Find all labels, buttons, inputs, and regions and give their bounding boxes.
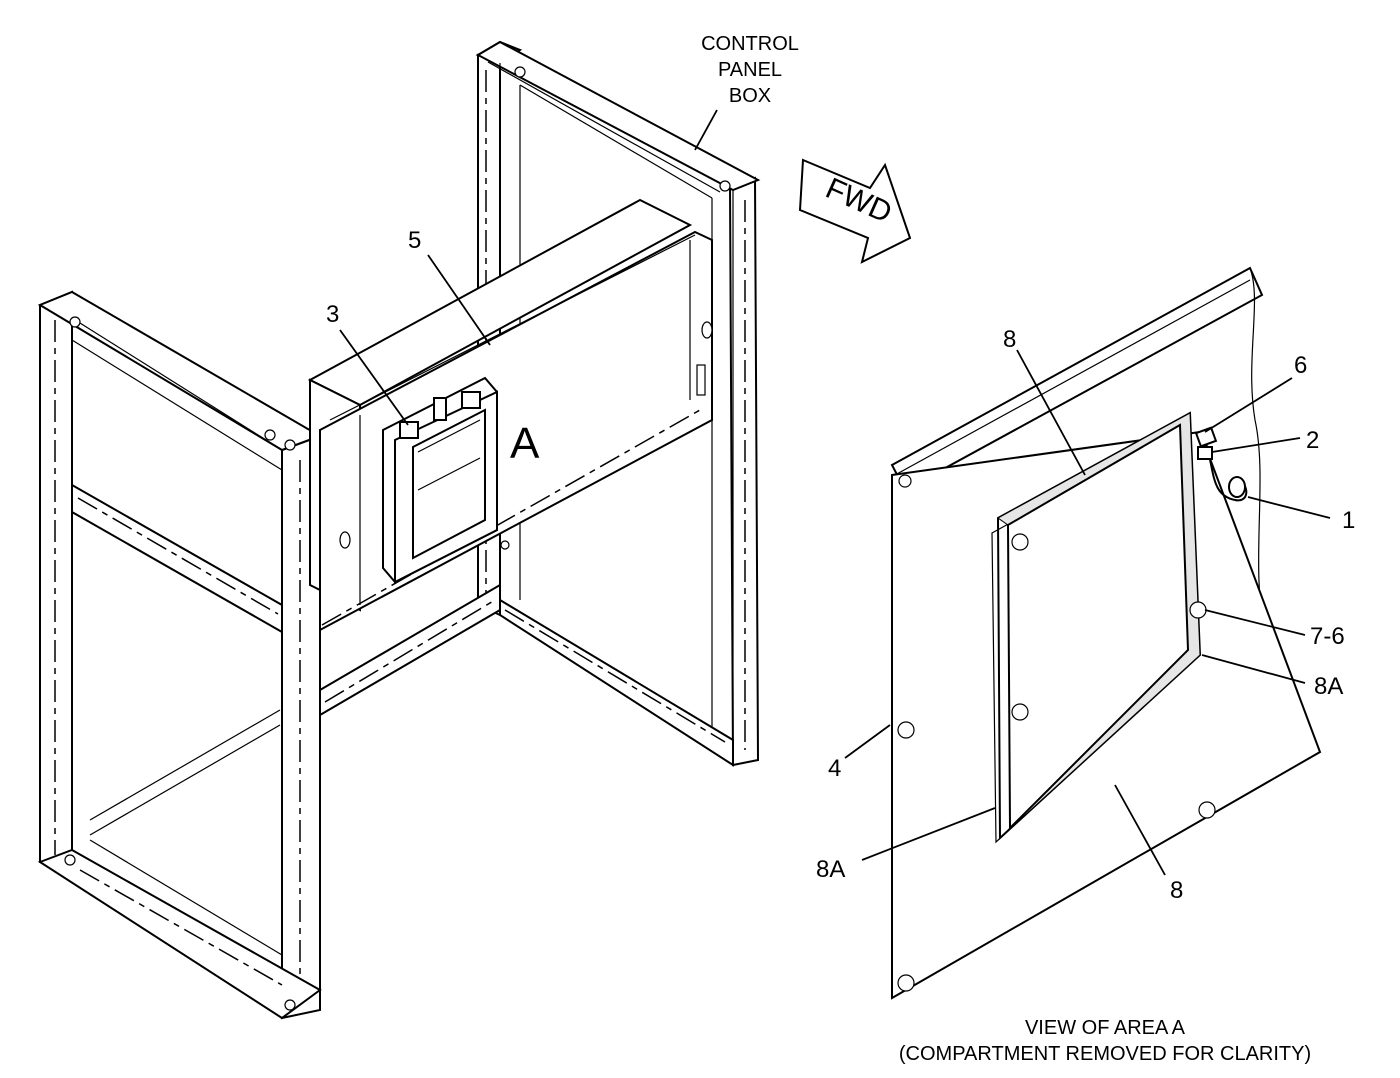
frame-fastener-holes (64, 66, 731, 1011)
callout-7-6: 7-6 (1310, 623, 1345, 650)
callout-leaders (339, 109, 1331, 876)
callout-3: 3 (326, 301, 339, 328)
control-panel-box-line1: CONTROL (701, 33, 799, 55)
forward-arrow-icon: FWD (798, 158, 912, 264)
controller-module (382, 376, 498, 584)
area-a-detail-view (890, 266, 1322, 1000)
callout-8-bottom: 8 (1170, 877, 1183, 904)
control-panel-frame (37, 40, 761, 1020)
callout-8-top: 8 (1003, 326, 1016, 353)
callout-1: 1 (1342, 507, 1355, 534)
caption-line1: VIEW OF AREA A (1025, 1017, 1186, 1039)
control-panel-box-line3: BOX (729, 85, 771, 107)
caption-line2: (COMPARTMENT REMOVED FOR CLARITY) (899, 1043, 1311, 1065)
callout-6: 6 (1294, 352, 1307, 379)
control-panel-box (307, 198, 713, 632)
callout-4: 4 (828, 755, 841, 782)
callout-8a-right: 8A (1314, 673, 1343, 700)
control-panel-box-line2: PANEL (718, 59, 782, 81)
callout-5: 5 (408, 227, 421, 254)
area-a-marker: A (510, 419, 540, 468)
callout-2: 2 (1306, 427, 1319, 454)
control-panel-box-label: CONTROL PANEL BOX (701, 33, 799, 107)
callout-8a-left: 8A (816, 856, 845, 883)
